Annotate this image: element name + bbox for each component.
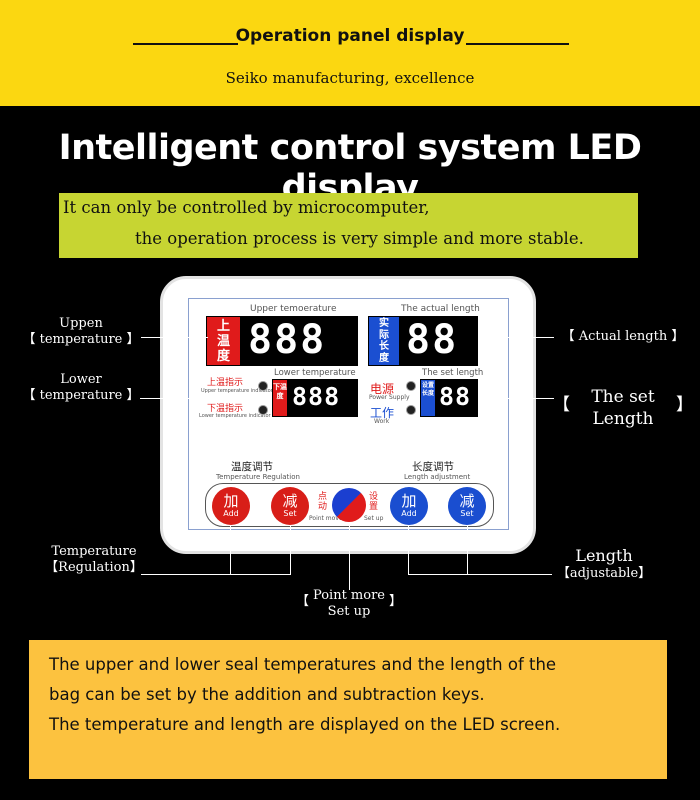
- actual-length-tag-3: 长: [379, 341, 389, 352]
- actual-length-label: The actual length: [401, 304, 480, 314]
- callout-line-point: [349, 522, 350, 590]
- callout-upper-temp: Uppen 【 temperature 】: [22, 316, 140, 347]
- set-length-label: The set length: [422, 368, 484, 378]
- callout-temp-regulation-2: Regulation: [58, 560, 130, 575]
- add-length-button[interactable]: 加 Add: [390, 487, 428, 525]
- callout-line-lower: [140, 398, 268, 399]
- callout-point-more: 【 Point more Set up 】: [296, 588, 402, 619]
- callout-lower-temp: Lower 【 temperature 】: [22, 372, 140, 403]
- callout-set-length-2: Length: [592, 409, 654, 429]
- callout-lower-temp-1: Lower: [60, 372, 102, 387]
- work-label: 工作: [370, 406, 395, 420]
- intro-box: [59, 193, 638, 258]
- upper-temp-tag-3: 度: [216, 349, 230, 364]
- work-light: [406, 405, 416, 415]
- subtract-length-button[interactable]: 减 Set: [448, 487, 486, 525]
- add-temp-button-cn: 加: [223, 492, 239, 510]
- upper-temp-value: 888: [248, 317, 327, 363]
- add-length-button-cn: 加: [401, 492, 417, 510]
- point-move-label: 点 动: [318, 492, 328, 512]
- lower-indicator-label: 下温指示: [207, 404, 244, 414]
- actual-length-value: 88: [406, 317, 459, 363]
- callout-point-more-2: Set up: [327, 604, 371, 619]
- length-adjust-en: Length adjustment: [404, 473, 471, 481]
- callout-line-length: [408, 574, 552, 575]
- callout-length-adjustable: Length 【adjustable】: [556, 546, 652, 582]
- upper-temp-tag: 上 温 度: [207, 317, 240, 365]
- bottom-line-3: The temperature and length are displayed…: [49, 715, 561, 734]
- point-move-setup-button[interactable]: [332, 488, 366, 522]
- lower-temp-label: Lower temperature: [274, 368, 356, 378]
- header-rule-left: [133, 43, 238, 45]
- work-label-en: Work: [374, 418, 390, 425]
- upper-temp-tag-2: 温: [216, 334, 230, 349]
- header-subtitle: Seiko manufacturing, excellence: [225, 69, 475, 87]
- bottom-line-2: bag can be set by the addition and subtr…: [49, 685, 485, 704]
- callout-upper-temp-2: temperature: [39, 332, 123, 347]
- lower-temp-value: 888: [292, 382, 341, 411]
- bottom-line-1: The upper and lower seal temperatures an…: [49, 655, 557, 674]
- length-adjust-label: 长度调节: [412, 461, 454, 473]
- add-length-button-en: Add: [401, 509, 417, 518]
- actual-length-tag-2: 际: [379, 329, 389, 341]
- actual-length-tag: 实 际 长 度: [369, 317, 399, 365]
- add-temp-button-en: Add: [223, 509, 239, 518]
- lower-indicator-light: [258, 405, 268, 415]
- bottom-description-box: [29, 640, 667, 779]
- callout-upper-temp-1: Uppen: [59, 316, 103, 331]
- subtract-temp-button[interactable]: 减 Set: [271, 487, 309, 525]
- callout-temp-regulation-1: Temperature: [51, 544, 137, 559]
- subtract-temp-button-cn: 减: [282, 492, 298, 510]
- set-up-label: 设 置: [369, 492, 379, 512]
- callout-line-upper: [141, 337, 208, 338]
- header-banner: [0, 0, 700, 106]
- callout-line-add-temp: [230, 525, 231, 575]
- callout-length-adjustable-2: adjustable: [569, 566, 639, 581]
- callout-actual-length: 【 Actual length 】: [561, 329, 685, 344]
- upper-temp-label: Upper temoerature: [250, 304, 337, 314]
- power-light: [406, 381, 416, 391]
- header-title: Operation panel display: [235, 26, 465, 46]
- actual-length-tag-4: 度: [379, 352, 389, 364]
- callout-line-set: [478, 398, 554, 399]
- upper-indicator-label: 上温指示: [207, 378, 244, 388]
- temp-regulation-en: Temperature Regulation: [216, 473, 300, 481]
- callout-line-sub-len: [467, 525, 468, 575]
- callout-lower-temp-2: temperature: [39, 388, 123, 403]
- upper-indicator-en: Upper temperature indicator: [201, 388, 273, 394]
- subtract-length-button-en: Set: [460, 509, 474, 518]
- lower-temp-tag: 下温度: [273, 380, 287, 416]
- callout-length-adjustable-1: Length: [575, 546, 633, 565]
- header-rule-right: [466, 43, 569, 45]
- callout-line-temp-reg: [141, 574, 291, 575]
- temp-regulation-label: 温度调节: [231, 461, 273, 473]
- point-move-label-en: Point move: [309, 515, 343, 522]
- upper-temp-tag-1: 上: [216, 319, 230, 334]
- subtract-length-button-cn: 减: [459, 492, 475, 510]
- callout-set-length: 【 The set Length 】: [553, 387, 693, 429]
- callout-actual-length-text: Actual length: [578, 329, 668, 344]
- upper-indicator-light: [258, 381, 268, 391]
- set-length-value: 88: [439, 382, 472, 411]
- callout-line-sub-temp: [290, 525, 291, 575]
- power-label-en: Power Supply: [369, 394, 410, 401]
- callout-line-actual: [478, 337, 554, 338]
- intro-line-1: It can only be controlled by microcomput…: [63, 198, 430, 217]
- callout-point-more-1: Point more: [313, 588, 385, 603]
- subtract-temp-button-en: Set: [283, 509, 297, 518]
- callout-temp-regulation: Temperature 【Regulation】: [45, 544, 143, 575]
- callout-line-add-len: [408, 525, 409, 575]
- intro-line-2: the operation process is very simple and…: [135, 229, 584, 248]
- set-up-label-en: Set up: [364, 515, 384, 522]
- actual-length-tag-1: 实: [379, 318, 389, 329]
- set-length-tag: 设置长度: [421, 380, 435, 416]
- add-temp-button[interactable]: 加 Add: [212, 487, 250, 525]
- lower-indicator-en: Lower temperature indicator: [199, 413, 271, 419]
- power-label: 电源: [370, 382, 395, 396]
- callout-set-length-1: The set: [591, 387, 655, 407]
